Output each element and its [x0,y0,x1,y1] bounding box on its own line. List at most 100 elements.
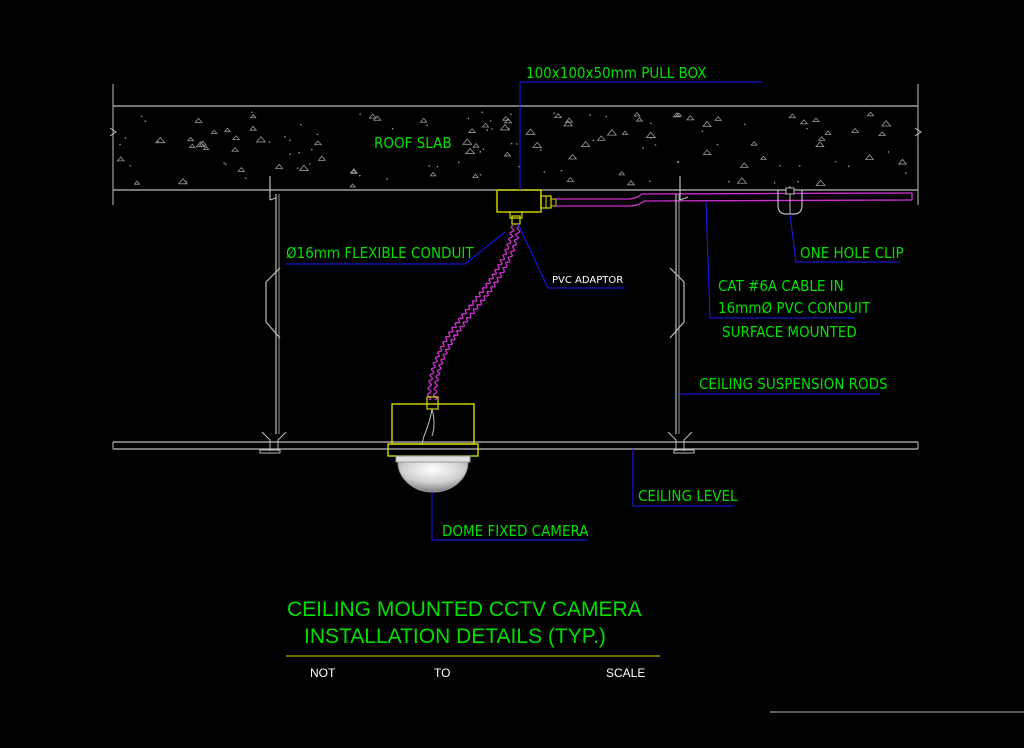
label-cat6a-line3: SURFACE MOUNTED [722,323,857,341]
pvc-conduit [556,192,913,207]
hatch-mark [479,174,482,176]
hatch-mark [154,136,166,144]
hatch-mark [633,111,641,117]
hatch-mark [391,127,394,130]
label-cat6a-line1: CAT #6A CABLE IN [718,277,844,295]
hatch-mark [685,115,695,121]
dome-camera [387,396,479,493]
hatch-mark [736,177,748,184]
hatch-mark [232,135,241,140]
hatch-mark [289,139,291,142]
hatch-mark [812,117,820,122]
hatch-mark [621,130,629,135]
hatch-mark [503,118,513,124]
leader-cat6a [705,201,855,319]
hatch-mark [177,178,189,185]
hatch-mark [518,165,520,168]
hatch-mark [650,122,652,125]
hatch-mark [815,141,825,148]
hatch-mark [824,130,832,135]
concrete-hatch [116,111,908,188]
hatch-mark [880,120,892,127]
suspension-rod-right [667,176,695,454]
hatch-mark [144,120,147,122]
hatch-mark [635,116,644,122]
hatch-mark [702,120,712,127]
hatch-mark [471,173,479,178]
hatch-mark [566,177,575,182]
hatch-mark [491,128,493,130]
hatch-mark [743,123,746,126]
hatch-mark [482,148,485,150]
hatch-mark [274,163,284,169]
hatch-mark [472,143,480,148]
hatch-mark [525,128,536,135]
hatch-mark [489,120,492,122]
hatch-mark [887,151,890,153]
suspension-rod-left [259,176,287,454]
hatch-mark [298,151,300,154]
hatch-mark [864,154,875,160]
hatch-mark [386,178,388,180]
leader-flex-conduit [286,231,506,265]
hatch-mark [560,169,563,172]
hatch-mark [124,137,127,139]
hatch-mark [815,179,826,186]
hatch-mark [510,113,512,115]
hatch-mark [298,164,310,171]
hatch-mark [788,113,797,119]
hatch-mark [532,141,543,148]
hatch-mark [648,180,651,182]
hatch-mark [503,151,512,157]
hatch-mark [878,131,887,137]
hatch-mark [486,129,489,131]
hatch-mark [897,158,908,165]
hatch-mark [817,136,826,141]
hatch-mark [419,117,428,123]
hatch-mark [645,131,657,138]
pull-box [496,189,557,225]
hatch-mark [429,171,437,177]
leader-ceiling-level [632,449,733,507]
leader-dome-camera [431,492,588,541]
hatch-mark [567,153,578,160]
hatch-mark [249,125,258,131]
flexible-conduit [426,225,521,401]
hatch-mark [186,136,195,142]
hatch-mark [349,168,358,174]
hatch-mark [650,136,652,139]
hatch-mark [426,124,429,127]
hatch-mark [368,113,377,119]
hatch-mark [359,174,361,177]
hatch-mark [133,180,141,185]
hatch-mark [284,136,286,138]
hatch-mark [316,133,319,136]
label-flexible-conduit: Ø16mm FLEXIBLE CONDUIT [286,244,474,262]
hatch-mark [188,143,196,148]
hatch-mark [119,143,121,146]
hatch-mark [847,165,850,168]
hatch-mark [539,149,542,151]
hatch-mark [245,177,247,180]
label-suspension-rods: CEILING SUSPENSION RODS [699,375,888,393]
hatch-mark [589,114,591,116]
hatch-mark [202,145,210,150]
label-pull-box: 100x100x50mm PULL BOX [526,64,706,82]
hatch-mark [465,147,476,154]
hatch-mark [251,111,253,114]
hatch-mark [834,160,837,163]
hatch-mark [255,136,267,143]
hatch-mark [289,153,291,156]
leader-lines [286,81,900,541]
hatch-mark [642,147,644,149]
hatch-mark [797,180,799,183]
hatch-mark [310,148,313,151]
hatch-mark [798,165,801,167]
hatch-mark [773,182,776,184]
hatch-mark [185,180,187,183]
hatch-mark [499,124,511,131]
hatch-mark [468,128,477,133]
label-ceiling-level: CEILING LEVEL [638,487,738,505]
hatch-mark [116,156,125,162]
hatch-mark [268,141,271,143]
